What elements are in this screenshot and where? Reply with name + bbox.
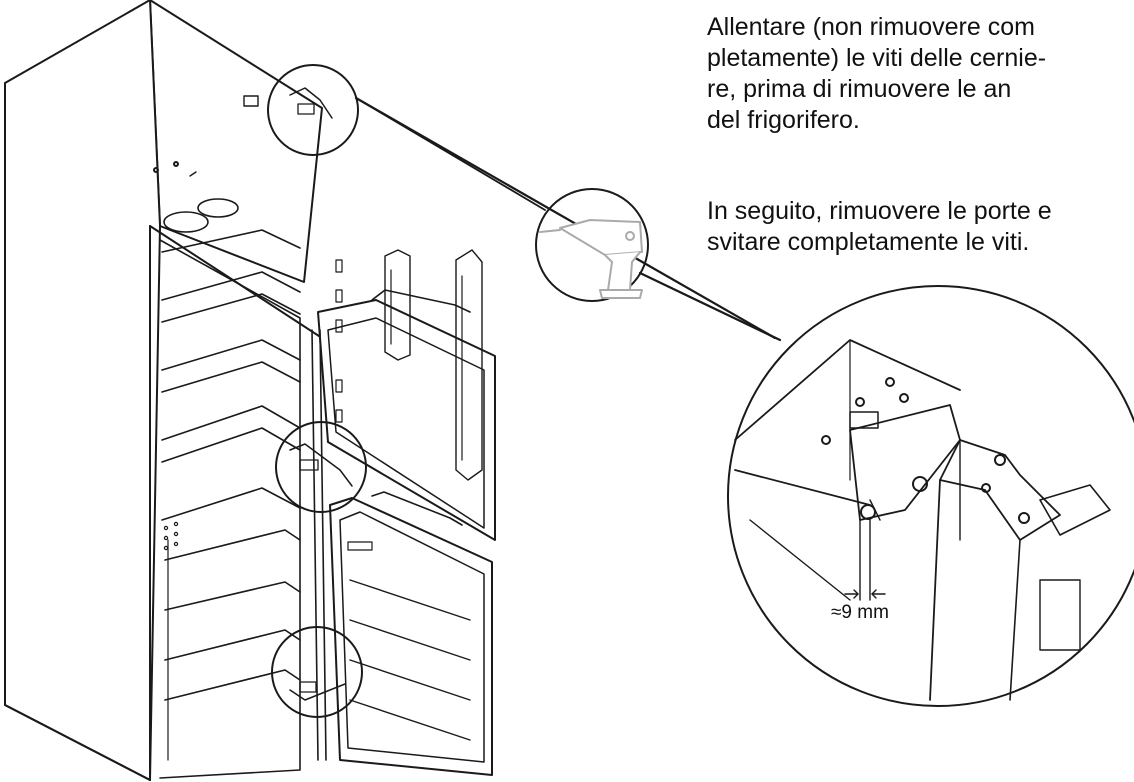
- hinge-circle-bottom: [271, 626, 363, 718]
- instruction-line: del frigorifero.: [707, 106, 860, 134]
- fridge-shelves: [161, 198, 301, 761]
- lower-door: [329, 491, 493, 776]
- drill-icon: [535, 188, 649, 302]
- instruction-line: svitare completamente le viti.: [707, 228, 1030, 256]
- instruction-line: re, prima di rimuovere le an: [707, 75, 1012, 103]
- fridge-cabinet: [4, 0, 323, 781]
- dimension-label: ≈9 mm: [831, 602, 889, 623]
- instruction-line: pletamente) le viti delle cernie-: [707, 44, 1047, 72]
- hinge-detail-circle: [727, 285, 1134, 707]
- instruction-line: In seguito, rimuovere le porte e: [707, 197, 1052, 225]
- hinge-circle-top: [267, 64, 359, 156]
- upper-door: [317, 249, 496, 541]
- instruction-paragraph-2: In seguito, rimuovere le porte e svitare…: [707, 196, 1052, 258]
- hinge-circle-middle: [275, 421, 367, 513]
- instruction-paragraph-1: Allentare (non rimuovere com pletamente)…: [707, 12, 1046, 136]
- instruction-line: Allentare (non rimuovere com: [707, 13, 1035, 41]
